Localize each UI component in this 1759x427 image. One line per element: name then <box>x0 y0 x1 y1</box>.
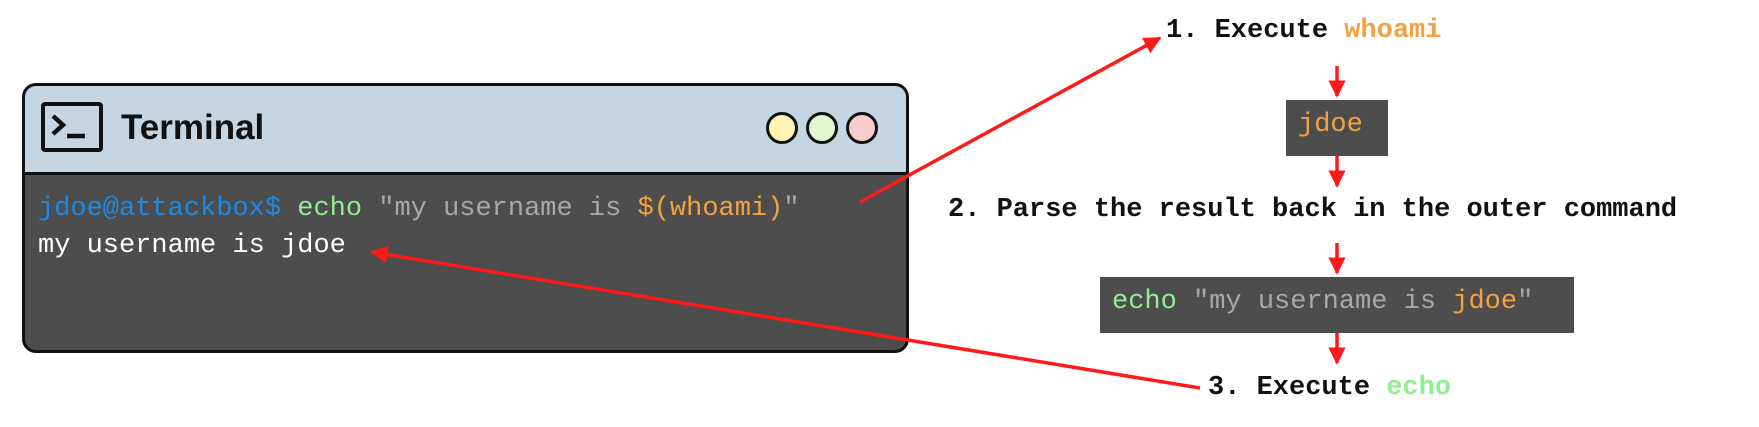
shell-prompt: jdoe@attackbox$ <box>38 194 282 224</box>
rebuilt-string-close: " <box>1517 287 1534 317</box>
close-dot-icon[interactable] <box>846 112 878 144</box>
terminal-header: Terminal <box>25 86 906 175</box>
command-substitution: $(whoami) <box>637 194 784 224</box>
step-3-label: 3. Execute echo <box>1208 373 1451 403</box>
arrow-step-3-to-output <box>370 245 1201 390</box>
terminal-icon <box>41 102 103 152</box>
rebuilt-string-open: "my username is <box>1193 287 1453 317</box>
terminal-window: Terminal jdoe@attackbox$ echo "my userna… <box>22 83 909 353</box>
step-3-prefix: 3. Execute <box>1208 373 1387 403</box>
step-1-prefix: 1. Execute <box>1166 16 1345 46</box>
maximize-dot-icon[interactable] <box>806 112 838 144</box>
string-open: "my username is <box>378 194 638 224</box>
result-box: jdoe <box>1286 100 1388 156</box>
step-1-command: whoami <box>1344 16 1442 46</box>
minimize-dot-icon[interactable] <box>766 112 798 144</box>
result-value: jdoe <box>1298 110 1363 140</box>
command-echo: echo <box>297 194 363 224</box>
rebuilt-command-box: echo "my username is jdoe" <box>1100 277 1574 333</box>
terminal-title: Terminal <box>121 108 265 147</box>
rebuilt-command: echo <box>1112 287 1177 317</box>
rebuilt-value: jdoe <box>1452 287 1518 317</box>
command-line: jdoe@attackbox$ echo "my username is $(w… <box>38 194 800 224</box>
step-3-command: echo <box>1386 373 1452 403</box>
string-close: " <box>783 194 800 224</box>
command-output: my username is jdoe <box>38 231 346 261</box>
step-1-label: 1. Execute whoami <box>1166 16 1441 46</box>
terminal-body: jdoe@attackbox$ echo "my username is $(w… <box>25 175 906 281</box>
arrow-to-step-1 <box>859 36 1162 204</box>
step-2-label: 2. Parse the result back in the outer co… <box>948 195 1678 225</box>
